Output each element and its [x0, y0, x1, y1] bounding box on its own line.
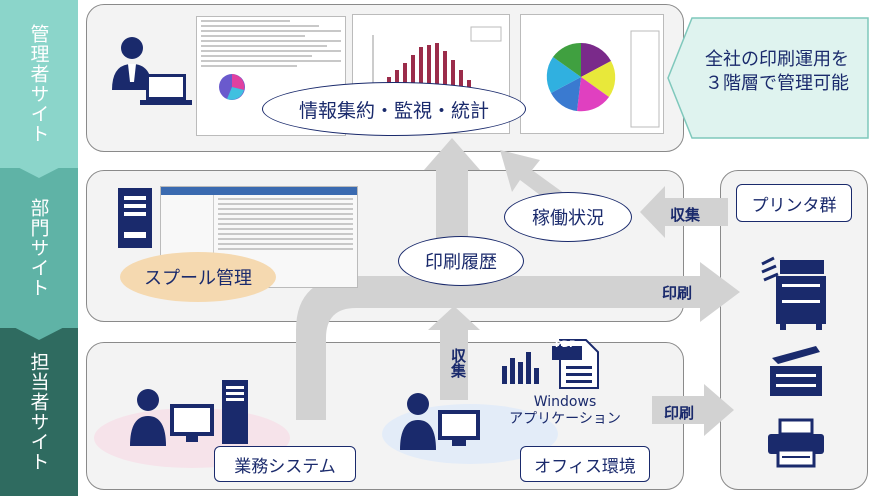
band-chevron-1 — [0, 150, 78, 178]
collect-label-right: 収集 — [670, 206, 701, 224]
band-staff-label: 担当者サイト — [27, 352, 50, 472]
pdf-label: PDF — [555, 340, 576, 350]
print-flow-arrow — [296, 262, 740, 420]
pdf-icon — [552, 339, 599, 389]
copier-icon — [770, 346, 822, 396]
business-system-box: 業務システム — [214, 446, 356, 482]
windows-app-label: Windows アプリケーション — [500, 394, 630, 428]
office-user-icon — [400, 393, 480, 450]
spool-management-oval: スプール管理 — [120, 252, 276, 302]
office-environment-box: オフィス環境 — [520, 446, 650, 482]
info-aggregation-oval: 情報集約・監視・統計 — [262, 82, 526, 136]
collect-arrow-vertical — [428, 306, 480, 400]
band-admin: 管理者サイト — [0, 0, 78, 168]
print-arrow-bottom — [652, 384, 734, 436]
application-label: アプリケーション — [509, 411, 621, 427]
chart-app-icon — [502, 352, 539, 384]
print-label-mid: 印刷 — [662, 284, 693, 302]
admin-user-icon — [112, 37, 192, 105]
band-chevron-2 — [0, 312, 78, 340]
server-icon — [118, 188, 152, 248]
callout-text: 全社の印刷運用を ３階層で管理可能 — [688, 48, 866, 96]
callout-line-1: 全社の印刷運用を — [705, 49, 849, 70]
band-admin-label: 管理者サイト — [27, 24, 50, 144]
callout-line-2: ３階層で管理可能 — [705, 73, 849, 94]
windows-label: Windows — [533, 394, 597, 410]
collect-label-vertical: 収集 — [449, 348, 467, 378]
band-staff: 担当者サイト — [0, 328, 78, 496]
printer-icon — [768, 418, 824, 468]
collect-arrow-right — [640, 186, 728, 238]
business-user-icon — [130, 380, 248, 446]
print-label-bottom: 印刷 — [664, 404, 695, 422]
printer-group-box: プリンタ群 — [736, 184, 852, 222]
band-department: 部門サイト — [0, 168, 78, 328]
band-department-label: 部門サイト — [27, 198, 50, 298]
multifunction-printer-icon — [761, 256, 826, 330]
pie-chart-thumbnail — [520, 14, 664, 134]
callout-shape — [667, 17, 869, 139]
print-history-oval: 印刷履歴 — [398, 236, 524, 286]
operation-status-oval: 稼働状況 — [504, 192, 632, 242]
